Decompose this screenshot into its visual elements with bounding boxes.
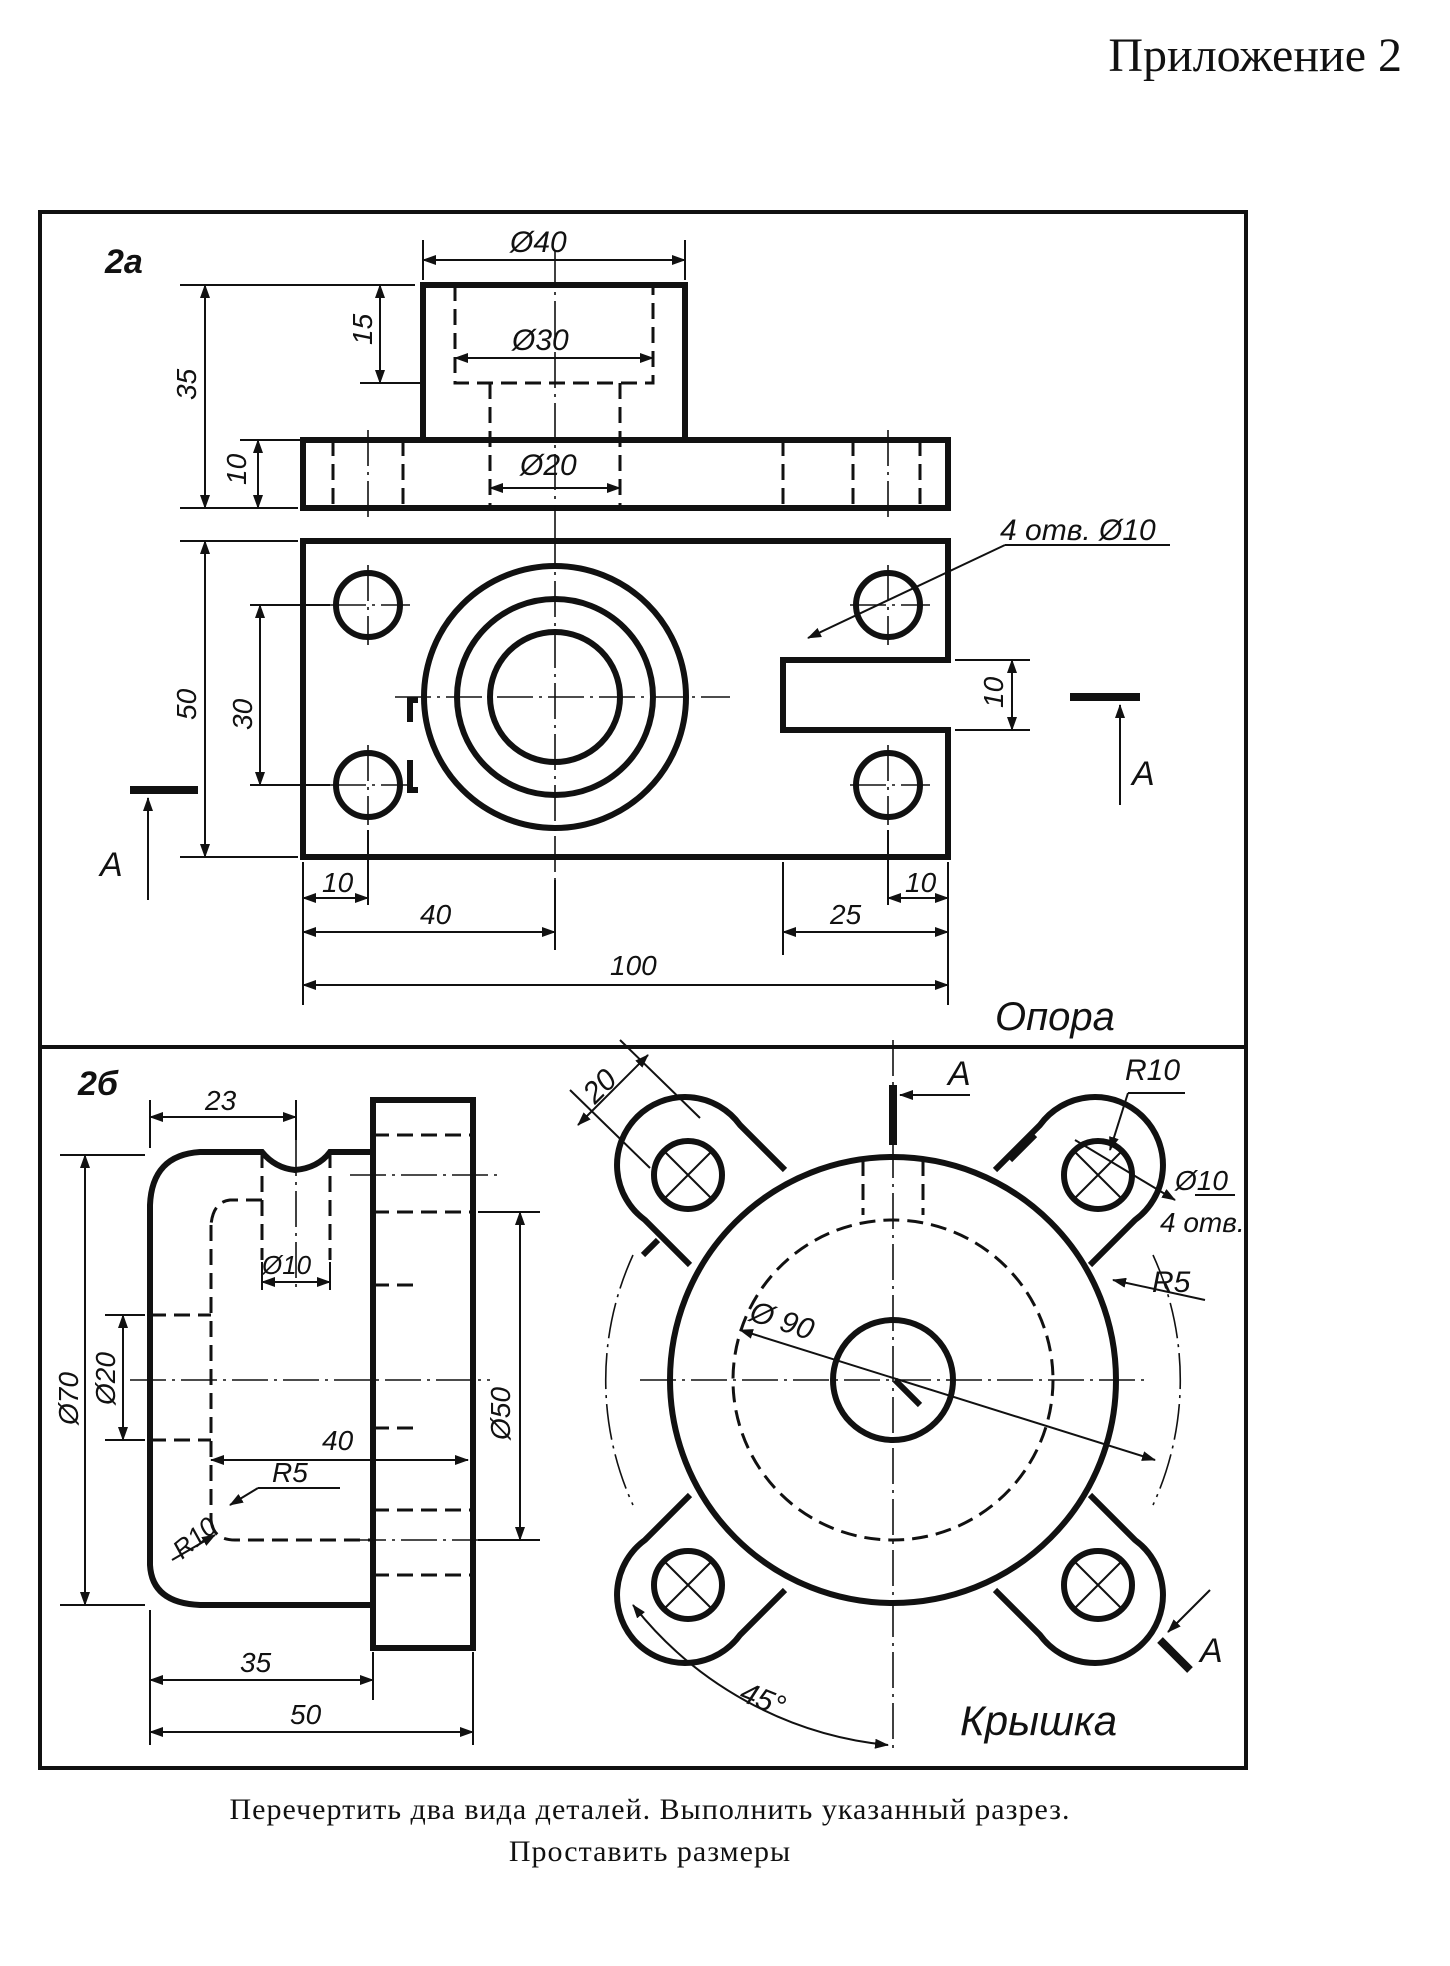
section-mark-b-top: А [946,1055,971,1093]
dim-b-holes-count: 4 отв. [1160,1207,1245,1238]
dim-b-35: 35 [240,1647,272,1678]
dim-b-50: 50 [290,1699,322,1730]
dim-a-h35: 35 [171,368,202,400]
dim-b-40: 40 [322,1425,354,1456]
part-b-label: 2б [77,1065,119,1103]
dim-a-b25: 25 [829,899,862,930]
drawing-frame [38,210,1248,1770]
dim-b-r5: R5 [272,1457,308,1488]
dim-a-b100: 100 [610,950,657,981]
dim-b-r10: R10 [167,1511,223,1565]
section-mark-a-left: А [98,846,123,884]
dim-b-dia90: Ø 90 [745,1295,818,1347]
part-a-top-dims [130,540,1170,1005]
dim-b-r10-ear: R10 [1125,1054,1180,1087]
dim-a-b10r: 10 [905,867,937,898]
dim-a-boss-dia: Ø40 [509,226,567,259]
part-a-front-view [300,250,951,530]
caption-line-2: Проставить размеры [508,1835,792,1868]
dim-a-w30: 30 [227,698,258,730]
dim-b-dia50: Ø50 [485,1387,516,1441]
dim-b-dia20: Ø20 [90,1352,121,1406]
section-mark-a-right: А [1130,755,1155,793]
part-b-name: Крышка [960,1697,1117,1744]
dim-a-slot10: 10 [978,676,1009,708]
part-b-side-dims [60,1100,540,1745]
part-b-front-dims [569,1039,1235,1749]
frame-divider [38,1045,1248,1049]
part-a-name: Опора [995,995,1115,1039]
dim-a-b10l: 10 [322,867,354,898]
dim-a-b40: 40 [420,899,452,930]
caption-line-1: Перечертить два вида деталей. Выполнить … [229,1793,1071,1826]
part-a-front-dims [180,240,686,509]
dim-b-dia10: Ø10 [261,1250,312,1280]
dim-b-23: 23 [204,1085,237,1116]
part-a-label: 2а [104,243,143,281]
dim-a-holes-note: 4 отв. Ø10 [1000,514,1156,547]
dim-a-bore-dia: Ø30 [511,324,569,357]
dim-b-r5-ear: R5 [1152,1266,1191,1299]
dim-b-hole-dia: Ø10 [1174,1165,1228,1196]
dim-a-hole-dia: Ø20 [519,449,577,482]
dim-b-dia70: Ø70 [53,1372,84,1426]
section-mark-b-bottom: А [1198,1632,1223,1670]
dim-a-h15: 15 [347,313,378,345]
part-b-side-view [130,1097,500,1651]
dim-b-angle45: 45° [735,1676,789,1724]
dim-a-w50: 50 [171,688,202,720]
appendix-title: Приложение 2 [1108,29,1402,82]
dim-a-h10: 10 [221,453,252,485]
part-a-top-view [300,530,951,880]
part-b-front-view [604,1040,1193,1750]
